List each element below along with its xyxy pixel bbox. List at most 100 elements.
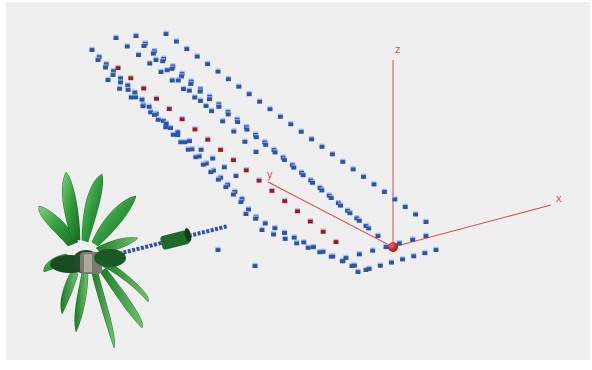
- point-marker: [252, 262, 258, 268]
- point-marker: [300, 172, 306, 178]
- point-marker: [366, 225, 372, 231]
- point-cloud[interactable]: [89, 30, 439, 274]
- point-marker: [272, 224, 278, 231]
- point-marker: [205, 136, 211, 142]
- point-marker: [433, 246, 439, 252]
- point-marker: [269, 187, 275, 193]
- point-marker: [193, 153, 199, 160]
- point-marker: [163, 120, 169, 126]
- point-marker: [223, 183, 229, 190]
- point-marker: [209, 107, 215, 114]
- point-marker: [388, 259, 394, 265]
- point-marker: [125, 86, 131, 92]
- point-marker: [215, 246, 221, 252]
- point-marker: [207, 96, 213, 102]
- point-marker: [356, 217, 362, 223]
- 3d-viewport[interactable]: x y z: [6, 2, 590, 360]
- point-marker: [117, 85, 123, 91]
- point-marker: [220, 118, 226, 124]
- point-marker: [413, 211, 419, 217]
- point-marker: [350, 166, 356, 172]
- point-marker: [118, 79, 124, 85]
- point-marker: [277, 113, 283, 119]
- point-marker: [305, 244, 311, 250]
- point-marker: [189, 146, 195, 152]
- point-marker: [244, 126, 250, 132]
- point-marker: [294, 240, 300, 246]
- point-marker: [160, 58, 166, 64]
- point-marker: [197, 97, 203, 103]
- scene-canvas[interactable]: x y z: [6, 2, 590, 360]
- point-marker: [221, 164, 227, 170]
- point-marker: [205, 60, 211, 67]
- point-marker: [377, 262, 383, 268]
- point-marker: [338, 202, 344, 208]
- point-marker: [175, 129, 181, 135]
- z-axis-label: z: [395, 44, 401, 56]
- point-marker: [233, 172, 239, 178]
- point-marker: [282, 235, 288, 241]
- point-marker: [363, 222, 369, 228]
- point-marker: [238, 198, 244, 205]
- rotor-hub: [50, 249, 126, 274]
- point-marker: [103, 64, 109, 70]
- point-marker: [148, 109, 154, 115]
- y-axis-label: y: [267, 169, 273, 181]
- point-marker: [147, 60, 153, 66]
- point-marker: [132, 89, 138, 95]
- point-marker: [128, 94, 134, 100]
- point-marker: [218, 146, 224, 152]
- point-marker: [309, 179, 315, 185]
- point-marker: [340, 257, 346, 264]
- point-marker: [163, 30, 169, 36]
- point-marker: [262, 220, 268, 226]
- point-marker: [169, 77, 175, 83]
- point-marker: [225, 75, 231, 82]
- point-marker: [139, 96, 145, 102]
- point-marker: [153, 95, 159, 101]
- point-marker: [307, 218, 313, 224]
- point-marker: [329, 151, 335, 157]
- point-marker: [192, 94, 198, 100]
- point-marker: [230, 156, 236, 163]
- origin-marker[interactable]: [388, 242, 398, 252]
- point-marker: [291, 164, 297, 170]
- point-marker: [400, 256, 406, 262]
- point-marker: [340, 158, 346, 164]
- point-marker: [141, 42, 147, 48]
- point-marker: [236, 83, 242, 89]
- point-marker: [105, 76, 111, 82]
- point-marker: [253, 134, 259, 140]
- point-marker: [136, 51, 141, 57]
- point-marker: [267, 106, 273, 112]
- point-marker: [298, 128, 304, 134]
- point-marker: [295, 208, 301, 214]
- point-marker: [95, 56, 101, 62]
- point-marker: [210, 167, 216, 173]
- point-marker: [196, 153, 202, 159]
- x-axis-label: x: [556, 193, 562, 205]
- point-marker: [153, 56, 159, 62]
- rotor-model[interactable]: [38, 171, 229, 349]
- point-marker: [282, 197, 288, 204]
- point-marker: [184, 45, 190, 52]
- point-marker: [225, 111, 231, 117]
- point-marker: [319, 143, 325, 149]
- point-marker: [231, 128, 237, 134]
- point-marker: [89, 46, 95, 52]
- point-marker: [150, 50, 156, 56]
- point-marker: [253, 148, 259, 154]
- point-marker: [155, 116, 161, 122]
- point-marker: [423, 232, 429, 238]
- point-marker: [203, 102, 209, 108]
- point-marker: [103, 60, 109, 67]
- point-marker: [160, 117, 166, 123]
- point-marker: [328, 194, 334, 200]
- point-marker: [253, 215, 259, 221]
- point-marker: [178, 139, 184, 145]
- point-marker: [366, 265, 372, 271]
- point-marker: [235, 118, 241, 124]
- point-marker: [347, 210, 353, 216]
- point-marker: [291, 234, 297, 240]
- point-marker: [343, 254, 349, 260]
